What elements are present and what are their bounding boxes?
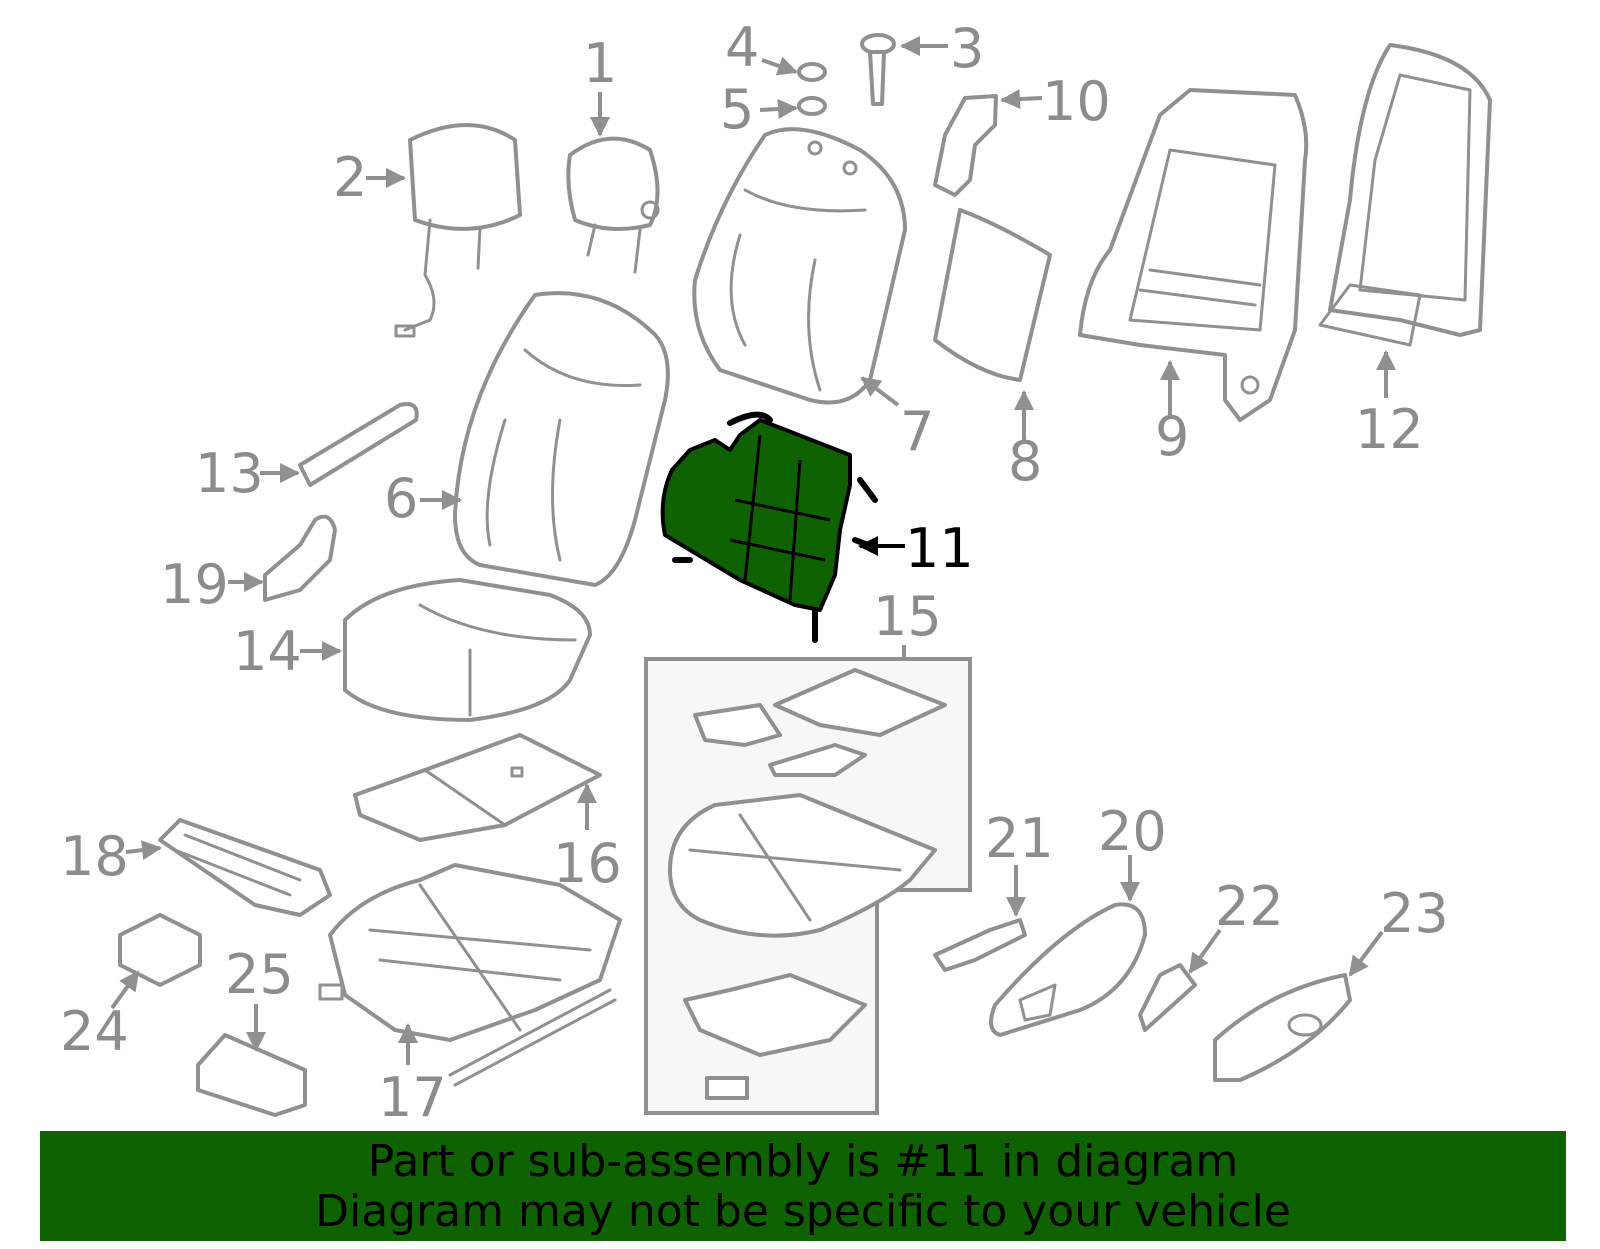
callout-10: 10 [1042, 70, 1111, 133]
part-17-seat-frame[interactable] [318, 863, 622, 1087]
callout-15: 15 [873, 585, 942, 648]
part-14-cushion-cover[interactable] [343, 578, 592, 722]
leader-lines [110, 36, 1396, 1065]
part-8-panel[interactable] [933, 208, 1052, 382]
part-16-heater-pad[interactable] [353, 733, 602, 842]
part-24-module[interactable] [118, 913, 202, 987]
callout-14: 14 [233, 620, 302, 683]
part-19-bracket[interactable] [263, 514, 337, 602]
callout-1: 1 [583, 32, 617, 95]
callout-3: 3 [950, 17, 984, 80]
part-13-trim[interactable] [298, 402, 419, 487]
part-18-mat[interactable] [158, 818, 332, 917]
part-12-rear-frame[interactable] [1318, 43, 1492, 347]
callout-21: 21 [985, 807, 1054, 870]
info-banner: Part or sub-assembly is #11 in diagram D… [40, 1131, 1566, 1241]
part-22-trim[interactable] [1138, 963, 1197, 1032]
callout-24: 24 [60, 1000, 129, 1063]
part-2-headrest[interactable] [394, 123, 522, 338]
part-25-module[interactable] [196, 1033, 307, 1117]
callout-16: 16 [553, 832, 622, 895]
part-10-bracket[interactable] [933, 94, 998, 197]
callout-4: 4 [725, 16, 759, 79]
callout-18: 18 [60, 825, 129, 888]
banner-line-1: Part or sub-assembly is #11 in diagram [367, 1136, 1239, 1187]
callout-23: 23 [1380, 882, 1449, 945]
part-11-highlighted[interactable] [660, 411, 878, 643]
callout-8: 8 [1008, 430, 1042, 493]
callout-11: 11 [905, 517, 974, 580]
callout-7: 7 [900, 400, 934, 463]
part-7-seatback-pad[interactable] [692, 127, 907, 405]
part-20-side-panel[interactable] [989, 902, 1147, 1037]
callout-20: 20 [1098, 800, 1167, 863]
part-21-bracket[interactable] [933, 918, 1027, 972]
callout-2: 2 [333, 146, 367, 209]
part-4-washer[interactable] [797, 62, 827, 82]
callout-9: 9 [1155, 405, 1189, 468]
callout-22: 22 [1215, 875, 1284, 938]
part-1-headrest[interactable] [566, 136, 660, 274]
callout-25: 25 [225, 943, 294, 1006]
part-6-seatback-cover[interactable] [453, 291, 670, 587]
callout-17: 17 [378, 1066, 447, 1129]
callout-19: 19 [160, 553, 229, 616]
callout-13: 13 [195, 442, 264, 505]
part-23-switch[interactable] [1213, 973, 1352, 1082]
banner-line-2: Diagram may not be specific to your vehi… [315, 1186, 1291, 1237]
part-5-washer[interactable] [797, 96, 827, 116]
part-15-group[interactable] [644, 657, 972, 1115]
callout-6: 6 [384, 467, 418, 530]
part-3-bolt[interactable] [860, 33, 896, 106]
callout-12: 12 [1355, 398, 1424, 461]
callout-5: 5 [720, 78, 754, 141]
part-9-seatback-frame[interactable] [1078, 88, 1309, 422]
